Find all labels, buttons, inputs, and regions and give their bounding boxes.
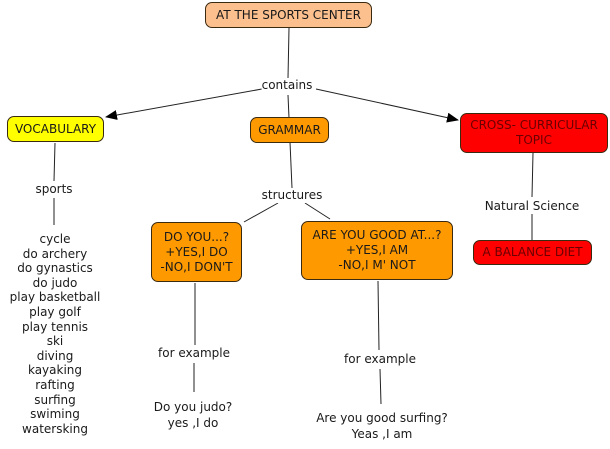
good-at-line-3: -NO,I M' NOT bbox=[338, 258, 416, 272]
do-you-node[interactable]: DO YOU...? +YES,I DO -NO,I DON'T bbox=[151, 222, 242, 282]
do-you-line-2: +YES,I DO bbox=[165, 244, 228, 259]
sport-item: do judo bbox=[32, 275, 78, 290]
line-structures-goodat bbox=[304, 202, 331, 220]
line-structures-doyou bbox=[243, 202, 279, 223]
good-at-line-2: +YES,I AM bbox=[345, 243, 409, 257]
vocabulary-label: VOCABULARY bbox=[14, 121, 97, 136]
cross-curricular-node[interactable]: CROSS- CURRICULAR TOPIC bbox=[460, 113, 608, 153]
root-node[interactable]: AT THE SPORTS CENTER bbox=[205, 2, 372, 28]
sport-item: do gynastics bbox=[17, 261, 93, 276]
root-label: AT THE SPORTS CENTER bbox=[216, 7, 361, 22]
line-vocab-sports bbox=[53, 142, 56, 182]
line-contains-grammar bbox=[287, 94, 290, 119]
example-do-you: Do you judo? yes ,I do bbox=[154, 399, 233, 431]
link-label-contains: contains bbox=[261, 78, 313, 93]
arrow-to-vocabulary bbox=[105, 88, 263, 120]
line-cross-science bbox=[531, 152, 534, 198]
sport-item: kayaking bbox=[27, 363, 83, 378]
sport-item: rafting bbox=[35, 377, 75, 392]
link-label-natural-science: Natural Science bbox=[484, 199, 580, 214]
link-label-for-example-1: for example bbox=[158, 346, 230, 361]
link-label-structures: structures bbox=[261, 188, 323, 203]
link-label-for-example-2: for example bbox=[344, 352, 416, 367]
do-you-line-1: DO YOU...? bbox=[163, 229, 230, 244]
sport-item: do archery bbox=[22, 246, 88, 261]
do-you-line-3: -NO,I DON'T bbox=[160, 259, 233, 274]
grammar-label: GRAMMAR bbox=[258, 122, 321, 137]
example-good-at: Are you good surfing? Yeas ,I am bbox=[316, 410, 448, 442]
sports-list: cycle do archery do gynastics do judo pl… bbox=[10, 232, 101, 436]
sport-item: swiming bbox=[30, 407, 80, 422]
good-at-line-1: ARE YOU GOOD AT...? bbox=[312, 228, 442, 242]
good-at-node[interactable]: ARE YOU GOOD AT...? +YES,I AM -NO,I M' N… bbox=[301, 221, 453, 280]
line-root-contains bbox=[287, 27, 290, 79]
example-good-at-line-2: Yeas ,I am bbox=[351, 427, 413, 441]
example-do-you-line-1: Do you judo? bbox=[153, 400, 233, 414]
sport-item: ski bbox=[46, 334, 64, 349]
sport-item: play golf bbox=[29, 304, 81, 319]
sport-item: play basketball bbox=[9, 290, 101, 305]
cross-line-1: CROSS- CURRICULAR bbox=[470, 118, 598, 132]
example-good-at-line-1: Are you good surfing? bbox=[316, 411, 448, 425]
sport-item: watersking bbox=[22, 421, 88, 436]
sport-item: play tennis bbox=[21, 319, 89, 334]
line-example2-sentence bbox=[379, 368, 382, 405]
balance-diet-node[interactable]: A BALANCE DIET bbox=[473, 240, 592, 265]
vocabulary-node[interactable]: VOCABULARY bbox=[7, 116, 104, 142]
example-do-you-line-2: yes ,I do bbox=[167, 416, 219, 430]
line-goodat-example bbox=[377, 280, 380, 351]
line-grammar-structures bbox=[289, 141, 293, 189]
sport-item: cycle bbox=[39, 232, 71, 246]
arrow-to-cross bbox=[315, 88, 459, 123]
grammar-node[interactable]: GRAMMAR bbox=[250, 117, 329, 143]
link-label-sports: sports bbox=[35, 182, 73, 197]
sport-item: surfing bbox=[34, 392, 76, 407]
cross-line-2: TOPIC bbox=[516, 133, 552, 147]
sport-item: diving bbox=[36, 348, 74, 363]
balance-diet-label: A BALANCE DIET bbox=[482, 245, 583, 259]
